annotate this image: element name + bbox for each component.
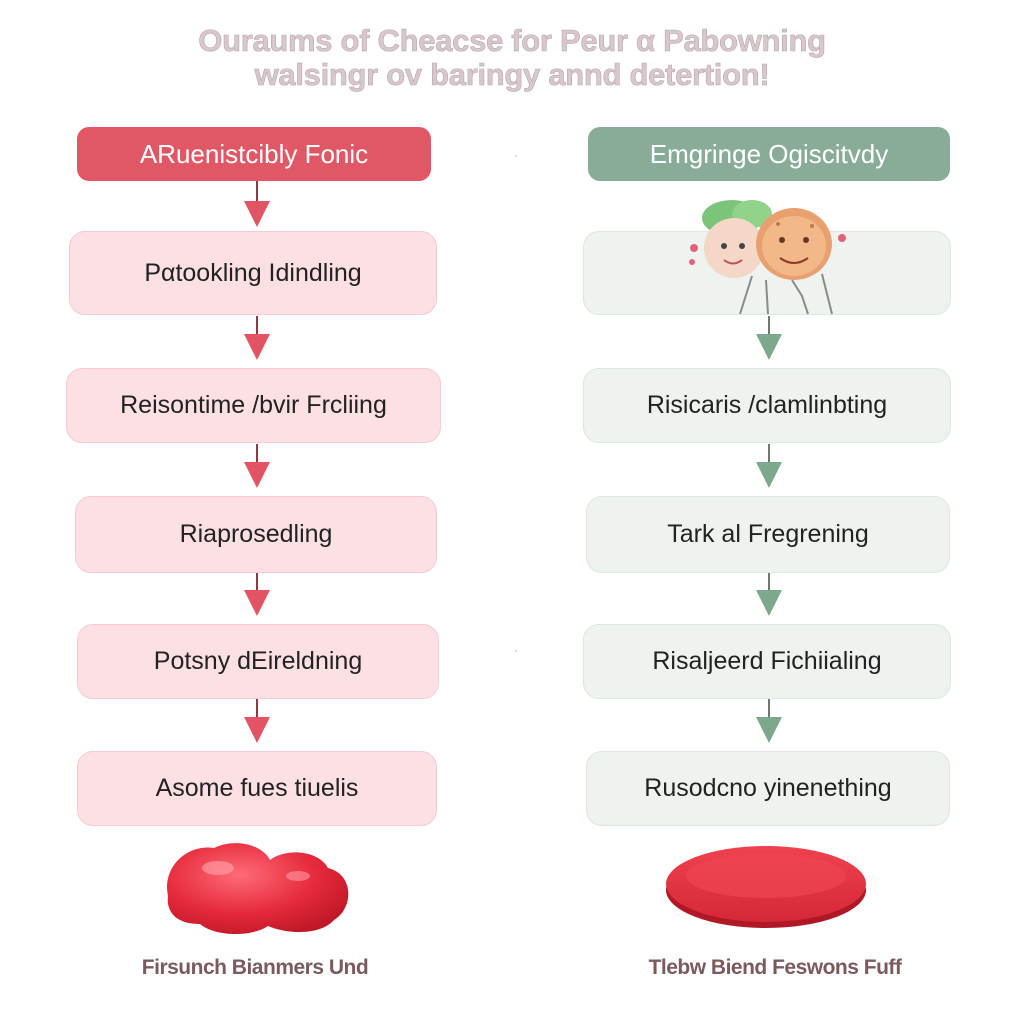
right-arrow-4 <box>756 573 782 619</box>
divider-dot <box>515 650 517 652</box>
diagram-title: Ouraums of Cheacse for Peur α Pabowning … <box>0 23 1024 92</box>
left-column-header: ARuenistcibly Fonic <box>77 127 431 181</box>
red-blob-icon <box>167 843 349 935</box>
right-arrow-2 <box>756 316 782 362</box>
right-caption-label: Tlebw Biend Feswons Fuff <box>648 956 902 979</box>
right-step-5-label: Rusodcno yinenething <box>644 774 892 802</box>
left-step-4: Potsny dEireldning <box>77 624 439 699</box>
left-step-3-label: Riaprosedling <box>179 520 333 548</box>
left-step-5: Asome fues tiuelis <box>77 751 437 826</box>
right-step-4-label: Risaljeerd Fichiialing <box>652 647 882 675</box>
right-step-5: Rusodcno yinenething <box>586 751 950 826</box>
left-header-label: ARuenistcibly Fonic <box>139 138 369 169</box>
right-arrow-3 <box>756 444 782 490</box>
left-step-2: Reisontime /bvir Frcliing <box>66 368 441 443</box>
right-step-4: Risaljeerd Fichiialing <box>583 624 951 699</box>
left-arrow-2 <box>244 316 270 362</box>
left-step-1-label: Pαtookling Idindling <box>144 258 362 287</box>
left-step-1: Pαtookling Idindling <box>69 231 437 315</box>
two-faces-icon <box>689 200 846 315</box>
left-step-4-label: Potsny dEireldning <box>153 647 363 675</box>
left-step-5-label: Asome fues tiuelis <box>155 774 359 802</box>
title-line-1: Ouraums of Cheacse for Peur α Pabowning <box>198 23 826 58</box>
left-step-3: Riaprosedling <box>75 496 437 573</box>
title-line-2: walsingr ov baringy annd detertion! <box>254 57 770 92</box>
left-step-2-label: Reisontime /bvir Frcliing <box>120 391 387 419</box>
divider-dot <box>515 155 517 157</box>
left-arrow-5 <box>244 699 270 745</box>
right-caption: Tlebw Biend Feswons Fuff <box>622 956 928 980</box>
right-header-label: Emgringe Ogiscitvdy <box>649 138 889 169</box>
left-caption-label: Firsunch Bianmers Und <box>141 956 369 979</box>
right-step-2: Risicaris /clamlinbting <box>583 368 951 443</box>
right-step-2-label: Risicaris /clamlinbting <box>646 391 888 419</box>
right-column-header: Emgringe Ogiscitvdy <box>588 127 950 181</box>
red-disc-icon <box>666 846 866 928</box>
right-step-3-label: Tark al Fregrening <box>667 520 869 548</box>
left-arrow-1 <box>244 181 270 227</box>
left-caption: Firsunch Bianmers Und <box>112 956 398 980</box>
left-arrow-4 <box>244 573 270 619</box>
right-arrow-5 <box>756 699 782 745</box>
right-step-3: Tark al Fregrening <box>586 496 950 573</box>
left-arrow-3 <box>244 444 270 490</box>
